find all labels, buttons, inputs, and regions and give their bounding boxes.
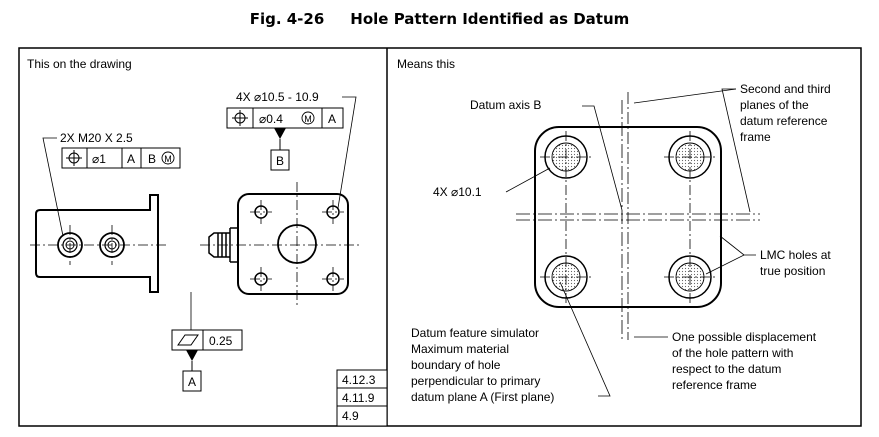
flange-part [35, 194, 159, 293]
square-plate [237, 193, 349, 295]
hole-size-callout: 4X ⌀10.5 - 10.9 [236, 90, 319, 104]
thread-modifier: M [164, 154, 172, 164]
reference-table: 4.12.3 4.11.9 4.9 [336, 369, 388, 427]
displacement-note-line: One possible displacement [672, 330, 817, 344]
planes-leader [721, 88, 751, 213]
planes-leader-2 [633, 88, 737, 104]
square-plate-outline [534, 126, 722, 308]
figure-number: Fig. 4-26 [249, 10, 325, 28]
hole-leader [337, 96, 357, 209]
simulator-note-line: boundary of hole [411, 358, 501, 372]
datum-reference-frame-planes [516, 100, 760, 340]
position-modifier: M [304, 114, 312, 124]
flatness-tolerance: 0.25 [209, 334, 233, 348]
left-panel-heading: This on the drawing [27, 57, 132, 71]
position-feature-control-frame: ⌀0.4 M A [226, 107, 344, 129]
simulator-note-line: Maximum material [411, 342, 509, 356]
thread-datum-b: B [148, 152, 156, 166]
datum-a-label: A [188, 375, 196, 389]
thread-tolerance: ⌀1 [92, 152, 106, 166]
planes-label-line: datum reference [740, 114, 828, 128]
lmc-holes-label-line: true position [760, 264, 825, 278]
datum-axis-b-label: Datum axis B [470, 98, 541, 112]
plate-centerlines [200, 182, 362, 306]
right-panel-heading: Means this [397, 57, 455, 71]
reference-row: 4.11.9 [342, 391, 375, 405]
lmc-holes-label-line: LMC holes at [760, 248, 831, 262]
thread-datum-a: A [127, 152, 135, 166]
thread-callout: 2X M20 X 2.5 [60, 131, 133, 145]
datum-b-box [270, 149, 290, 171]
flange-centerlines [30, 225, 168, 265]
planes-label-line: planes of the [740, 98, 809, 112]
datum-a-box [182, 370, 202, 392]
datum-axis-leader [582, 105, 623, 211]
datum-a-triangle [186, 350, 198, 361]
displacement-note-line: respect to the datum [672, 362, 781, 376]
reference-row: 4.12.3 [342, 373, 376, 387]
simulator-note-line: perpendicular to primary [411, 374, 540, 388]
thread-leader [42, 137, 64, 237]
mmc-modifier-icon [301, 111, 315, 125]
position-icon [66, 150, 82, 166]
figure-title: Fig. 4-26 Hole Pattern Identified as Datu… [0, 10, 879, 28]
hole-centerlines [540, 131, 716, 303]
planes-label-line: frame [740, 130, 771, 144]
position-tolerance: ⌀0.4 [259, 112, 283, 126]
flatness-icon [177, 334, 199, 346]
hole-size-label: 4X ⌀10.1 [433, 185, 482, 199]
simulator-note-line: datum plane A (First plane) [411, 390, 554, 404]
simulator-leader [559, 281, 611, 397]
figure-frame [18, 47, 862, 427]
simulator-note-line: Datum feature simulator [411, 326, 539, 340]
displacement-note-line: reference frame [672, 378, 757, 392]
reference-row: 4.9 [342, 409, 359, 423]
flatness-feature-control-frame: 0.25 [171, 329, 243, 351]
displacement-note-line: of the hole pattern with [672, 346, 793, 360]
thread-feature-control-frame: ⌀1 A B M [61, 147, 181, 169]
mmc-modifier-icon [161, 151, 175, 165]
planes-label-line: Second and third [740, 82, 831, 96]
position-datum: A [328, 112, 336, 126]
lmc-leader [705, 254, 756, 275]
datum-b-label: B [276, 154, 284, 168]
position-icon [232, 110, 248, 126]
datum-b-triangle [274, 128, 286, 139]
hole-size-leader [505, 167, 551, 193]
figure-caption: Hole Pattern Identified as Datum [350, 10, 630, 28]
